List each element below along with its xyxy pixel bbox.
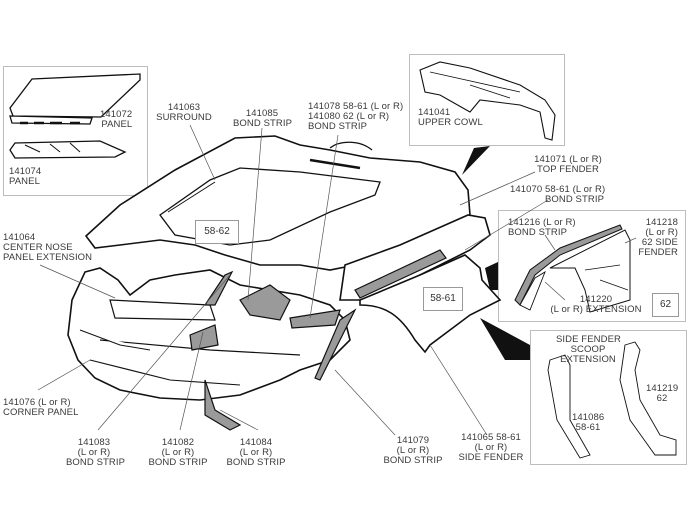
inset-upper-cowl-box	[409, 54, 565, 146]
upper-cowl-drawing	[419, 61, 556, 141]
callout-141078-141080: 141078 58-61 (L or R) 141080 62 (L or R)…	[308, 101, 404, 132]
callout-141064: 141064 CENTER NOSE PANEL EXTENSION	[3, 232, 93, 263]
leader-lines	[37, 124, 637, 436]
bond-strip-141070	[354, 249, 447, 299]
callout-141070: 141070 58-61 (L or R) BOND STRIP	[510, 184, 606, 205]
bond-strip-141084	[204, 379, 242, 431]
callout-141074: 141074 PANEL	[9, 166, 42, 187]
callout-141220: 141220 (L or R) EXTENSION	[550, 294, 642, 315]
callout-141219: 141219 62	[646, 383, 679, 404]
callout-141216: 141216 (L or R) BOND STRIP	[508, 217, 576, 238]
inset-62-side-fender-box	[498, 210, 686, 322]
callout-141041: 141041 UPPER COWL	[418, 107, 483, 128]
pointer-wedges	[462, 146, 530, 360]
bond-strip-141082	[189, 324, 219, 351]
bond-strip-141080	[289, 309, 341, 329]
callout-141072: 141072 PANEL	[100, 109, 133, 130]
inset-panels-box	[3, 66, 148, 196]
callout-141071: 141071 (L or R) TOP FENDER	[534, 154, 602, 175]
year-tag-fender: 58-61	[423, 287, 463, 311]
callout-141082: 141082 (L or R) BOND STRIP	[148, 437, 208, 468]
year-tag-inset-62: 62	[652, 293, 679, 317]
extension-141220	[519, 270, 546, 311]
callout-141218: 141218 (L or R) 62 SIDE FENDER	[638, 217, 678, 258]
callout-141079: 141079 (L or R) BOND STRIP	[383, 435, 443, 466]
scoop-extension-drawings	[547, 341, 677, 459]
inset-scoop-extension-box	[530, 330, 687, 465]
callout-141086: 141086 58-61	[572, 412, 605, 433]
panel-141072-drawing	[9, 73, 141, 125]
bond-strip-141079	[314, 308, 357, 381]
bond-strip-141083	[239, 284, 291, 321]
callout-141065: 141065 58-61 (L or R) SIDE FENDER	[458, 432, 524, 463]
panel-141074-drawing	[9, 140, 127, 159]
callout-scoop-title: SIDE FENDER SCOOP EXTENSION	[556, 334, 621, 365]
callout-141076: 141076 (L or R) CORNER PANEL	[3, 397, 79, 418]
callout-141083: 141083 (L or R) BOND STRIP	[66, 437, 126, 468]
callout-141063: 141063 SURROUND	[156, 102, 212, 123]
year-tag-hood: 58-62	[195, 220, 239, 244]
callout-141085: 141085 BOND STRIP	[233, 108, 293, 129]
callout-141084: 141084 (L or R) BOND STRIP	[226, 437, 286, 468]
side-fender-62-drawing	[549, 229, 631, 313]
bond-strip-141216	[514, 224, 623, 306]
